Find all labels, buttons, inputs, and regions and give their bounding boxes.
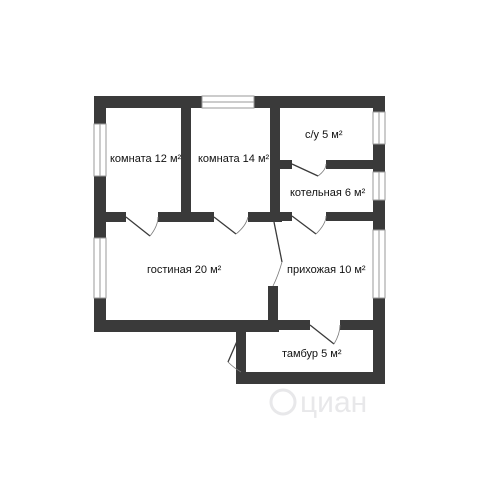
wall-bottom-main [94, 320, 279, 332]
window-top [201, 95, 255, 109]
door-bathroom [291, 163, 327, 177]
wall-vestibule-bottom [236, 372, 385, 384]
wall-rooms-bottom-c [248, 212, 282, 222]
wall-rooms-divider [181, 108, 191, 222]
watermark: циан [269, 386, 367, 419]
window-left-living [93, 237, 107, 299]
wall-hall-bottom-right [340, 320, 385, 330]
wall-core-vertical-top [270, 108, 280, 222]
wall-bathroom-bottom-b [326, 160, 373, 169]
room-label-hallway: прихожая 10 м² [287, 264, 366, 276]
room-label-bathroom: с/у 5 м² [305, 129, 343, 141]
room-labels: комната 12 м² комната 14 м² с/у 5 м² кот… [110, 129, 366, 360]
door-living-hall-opening [272, 221, 283, 287]
door-hall-vestibule [309, 324, 341, 345]
windows [93, 95, 386, 299]
watermark-logo-icon [269, 388, 297, 416]
door-entrance [227, 331, 242, 373]
window-left-room1 [93, 123, 107, 177]
door-room1 [125, 216, 159, 237]
wall-right-mid1 [373, 144, 385, 172]
door-boiler [291, 215, 327, 235]
room-label-room2: комната 14 м² [198, 153, 270, 165]
room-label-boiler: котельная 6 м² [290, 187, 366, 199]
wall-rooms-bottom-a [106, 212, 126, 222]
wall-boiler-bottom [280, 212, 292, 221]
wall-left-top [94, 96, 106, 124]
watermark-text: циан [300, 386, 367, 419]
wall-rooms-bottom-b [158, 212, 214, 222]
wall-top-left [94, 96, 202, 108]
window-right-boiler [372, 171, 386, 201]
window-right-bathroom [372, 111, 386, 145]
room-label-room1: комната 12 м² [110, 153, 182, 165]
wall-bathroom-bottom-a [280, 160, 292, 169]
wall-top-right [254, 96, 385, 108]
wall-boiler-bottom-b [326, 212, 373, 221]
wall-right-top [373, 96, 385, 112]
room-label-vestibule: тамбур 5 м² [282, 348, 342, 360]
outer-walls [94, 96, 385, 384]
wall-right-mid2 [373, 200, 385, 230]
door-room2 [213, 216, 249, 235]
wall-vestibule-left [236, 332, 246, 384]
window-right-hallway [372, 229, 386, 299]
doors [125, 163, 341, 373]
room-label-living: гостиная 20 м² [147, 264, 222, 276]
wall-right-bottom [373, 298, 385, 384]
wall-left-mid [94, 176, 106, 238]
inner-walls [106, 108, 373, 330]
wall-hall-bottom-left [268, 320, 310, 330]
wall-core-vertical-bottom [268, 286, 278, 330]
